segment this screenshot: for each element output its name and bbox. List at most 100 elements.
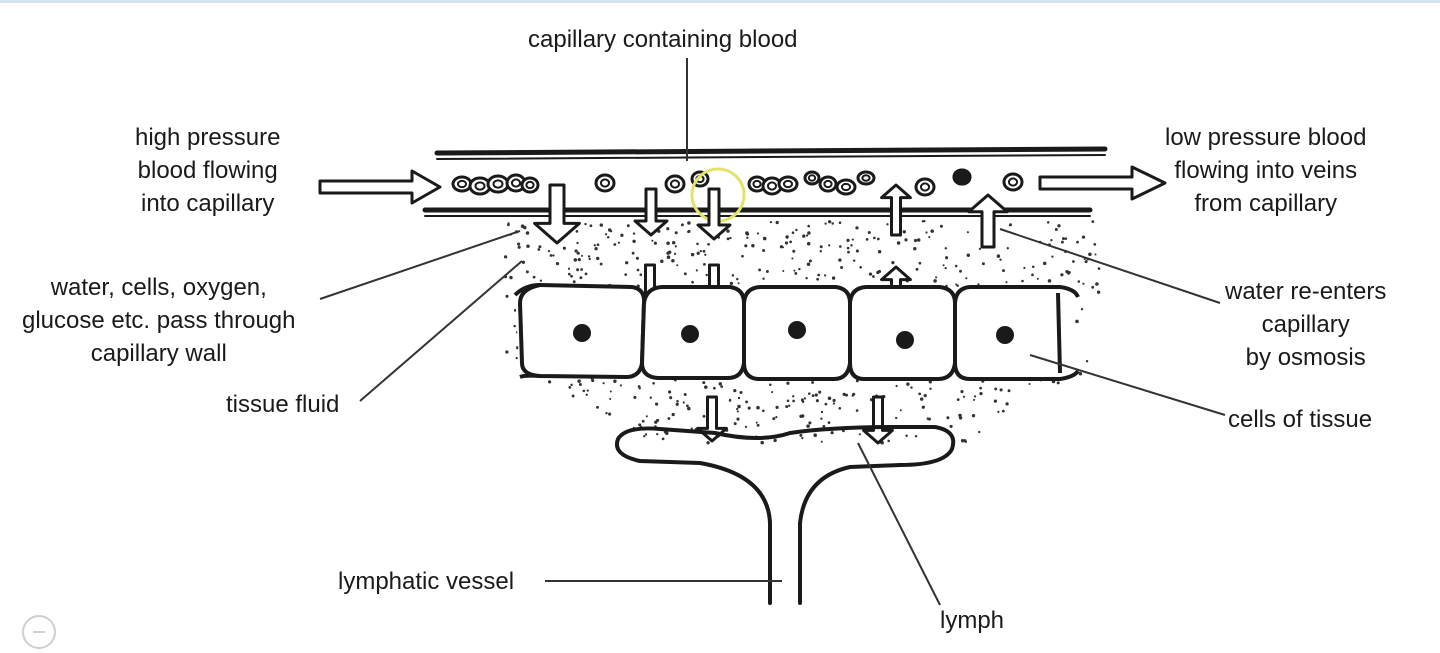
fluid-dot bbox=[562, 246, 566, 250]
fluid-dot bbox=[731, 274, 735, 277]
fluid-dot bbox=[756, 405, 760, 410]
fluid-dot bbox=[781, 246, 785, 249]
fluid-dot bbox=[910, 386, 913, 389]
fluid-dot bbox=[1084, 260, 1088, 264]
blood-cell-center bbox=[525, 180, 535, 190]
fluid-dot bbox=[1064, 237, 1068, 240]
fluid-dot bbox=[930, 229, 934, 233]
label-cells-of-tissue: cells of tissue bbox=[1228, 406, 1373, 433]
fluid-dot bbox=[855, 249, 859, 253]
fluid-dot bbox=[959, 269, 962, 273]
fluid-dot bbox=[669, 396, 673, 400]
fluid-dot bbox=[635, 256, 639, 260]
fluid-dot bbox=[570, 274, 573, 278]
fluid-dot bbox=[547, 249, 551, 253]
fluid-dot bbox=[928, 236, 931, 239]
fluid-dot bbox=[960, 438, 965, 443]
fluid-dot bbox=[867, 231, 871, 234]
fluid-dot bbox=[572, 280, 576, 284]
fluid-dot bbox=[925, 231, 928, 234]
fluid-dot bbox=[973, 398, 976, 401]
fluid-dot bbox=[945, 256, 949, 260]
fluid-dot bbox=[729, 236, 732, 240]
blood-cell-center bbox=[474, 181, 486, 191]
fluid-dot bbox=[902, 230, 907, 234]
fluid-dot bbox=[999, 388, 1003, 392]
fluid-dot bbox=[918, 392, 922, 396]
fluid-dot bbox=[828, 244, 831, 247]
fluid-dot bbox=[741, 254, 744, 258]
fluid-dot bbox=[686, 404, 689, 408]
fluid-dot bbox=[896, 241, 901, 245]
fluid-dot bbox=[523, 225, 527, 230]
fluid-dot bbox=[765, 270, 769, 273]
fluid-dot bbox=[756, 232, 760, 235]
fluid-dot bbox=[505, 350, 509, 354]
fluid-dot bbox=[1091, 285, 1095, 289]
zoom-out-button[interactable] bbox=[22, 615, 56, 649]
fluid-dot bbox=[582, 389, 586, 393]
blood-cell-center bbox=[861, 174, 871, 182]
fluid-dot bbox=[923, 394, 927, 398]
fluid-dot bbox=[744, 425, 748, 429]
fluid-dot bbox=[1072, 260, 1075, 263]
fluid-dot bbox=[704, 385, 708, 389]
fluid-dot bbox=[799, 433, 803, 437]
blood-cell-center bbox=[823, 179, 833, 189]
fluid-dot bbox=[517, 242, 521, 246]
fluid-dot bbox=[737, 282, 740, 285]
blood-cell-center bbox=[492, 179, 504, 189]
fluid-dot bbox=[745, 231, 749, 235]
fluid-dot bbox=[886, 223, 889, 226]
fluid-dot bbox=[806, 424, 810, 428]
fluid-dot bbox=[997, 410, 1000, 414]
fluid-dot bbox=[921, 405, 925, 409]
fluid-dot bbox=[832, 398, 836, 403]
fluid-dot bbox=[800, 398, 804, 402]
fluid-dot bbox=[944, 247, 948, 250]
fluid-dot bbox=[956, 398, 960, 401]
fluid-dot bbox=[760, 440, 764, 445]
fluid-dot bbox=[1002, 269, 1005, 273]
fluid-dot bbox=[1007, 389, 1011, 393]
fluid-dot bbox=[573, 258, 578, 262]
fluid-dot bbox=[1060, 273, 1064, 277]
blood-cell-center bbox=[456, 179, 468, 189]
fluid-dot bbox=[788, 404, 791, 407]
fluid-dot bbox=[1031, 265, 1035, 268]
fluid-dot bbox=[617, 241, 621, 244]
fluid-dot bbox=[808, 421, 812, 425]
blood-cell-center bbox=[1007, 177, 1019, 187]
fluid-dot bbox=[571, 394, 575, 398]
fluid-dot bbox=[958, 416, 963, 420]
fluid-dot bbox=[993, 399, 998, 403]
fluid-dot bbox=[876, 237, 880, 241]
fluid-dot bbox=[637, 385, 641, 388]
fluid-dot bbox=[726, 229, 730, 233]
fluid-dot bbox=[868, 272, 873, 276]
fluid-dot bbox=[1056, 381, 1060, 385]
fluid-dot bbox=[624, 273, 628, 276]
fluid-dot bbox=[589, 224, 593, 228]
fluid-dot bbox=[1046, 221, 1050, 224]
fluid-dot bbox=[973, 395, 977, 398]
blood-cell-center bbox=[752, 179, 762, 189]
fluid-dot bbox=[671, 259, 675, 263]
fluid-dot bbox=[652, 381, 655, 385]
blood-cell-center bbox=[669, 179, 681, 189]
fluid-dot bbox=[609, 230, 613, 233]
fluid-dot bbox=[574, 249, 578, 253]
fluid-dot bbox=[729, 281, 734, 286]
fluid-dot bbox=[660, 259, 664, 263]
fluid-dot bbox=[517, 245, 521, 249]
fluid-dot bbox=[585, 393, 588, 396]
fluid-dot bbox=[784, 241, 789, 245]
arrow-down bbox=[862, 395, 894, 445]
fluid-dot bbox=[736, 407, 739, 411]
fluid-dot bbox=[674, 231, 678, 235]
fluid-dot bbox=[1051, 255, 1054, 258]
fluid-dot bbox=[820, 410, 824, 414]
fluid-dot bbox=[814, 393, 818, 397]
fluid-dot bbox=[1076, 240, 1079, 244]
